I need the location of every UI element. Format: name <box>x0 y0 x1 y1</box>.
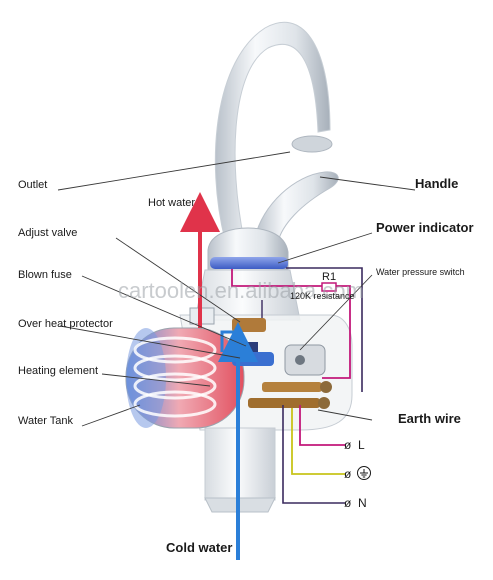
terminal-n-label: N <box>358 496 367 510</box>
label-outlet: Outlet <box>18 179 47 191</box>
handle-lever <box>254 171 339 243</box>
wire-n <box>282 405 345 504</box>
label-handle: Handle <box>415 176 458 191</box>
terminal-earth-symbol: ø <box>344 467 352 481</box>
power-indicator-ring <box>210 257 288 269</box>
terminal-l-label: L <box>358 438 365 452</box>
label-power-indicator: Power indicator <box>376 220 474 235</box>
label-over-heat-protector: Over heat protector <box>18 318 113 330</box>
label-hot-water: Hot water <box>148 197 195 209</box>
label-water-pressure-switch: Water pressure switch <box>376 267 465 277</box>
leader-lines <box>57 151 416 427</box>
terminal-n-symbol: ø <box>344 496 352 510</box>
label-resistance: 120K resistance <box>290 291 355 301</box>
label-blown-fuse: Blown fuse <box>18 269 72 281</box>
r1-resistor <box>321 282 337 292</box>
label-water-tank: Water Tank <box>18 415 74 427</box>
watermark: cartoolen.en.alibaba.com <box>118 278 364 303</box>
outlet-aerator <box>291 135 333 153</box>
terminal-l-symbol: ø <box>344 438 352 452</box>
wire-neutral-top <box>286 267 363 392</box>
label-heating-element: Heating element <box>18 365 98 377</box>
brass-terminals <box>248 381 332 409</box>
terminal-n: ø N <box>344 496 367 510</box>
heating-element-coil <box>133 336 217 418</box>
blown-fuse-part <box>240 342 258 352</box>
label-r1: R1 <box>322 271 336 283</box>
earth-ground-icon <box>357 466 371 480</box>
cold-water-path <box>220 330 240 352</box>
label-earth-wire: Earth wire <box>398 411 461 426</box>
spout <box>214 21 333 241</box>
wire-earth <box>291 408 345 475</box>
wire-resistor-live <box>322 285 351 379</box>
label-cold-water: Cold water <box>166 540 232 555</box>
label-adjust-valve: Adjust valve <box>18 227 77 239</box>
wire-l <box>299 405 345 446</box>
terminal-earth: ø <box>344 466 371 481</box>
wire-indicator-live <box>231 269 322 287</box>
terminal-l: ø L <box>344 438 365 452</box>
